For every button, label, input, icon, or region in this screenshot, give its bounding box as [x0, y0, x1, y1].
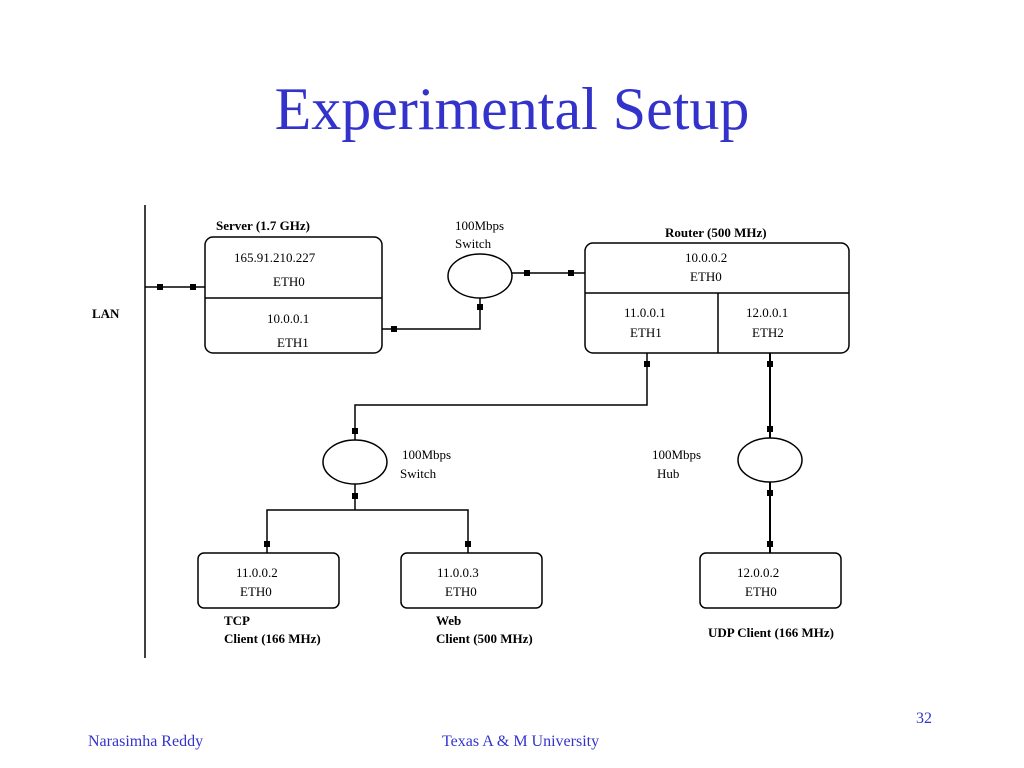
server-switch-link [382, 298, 483, 332]
server-label: Server (1.7 GHz) [216, 218, 310, 233]
lan-label: LAN [92, 306, 120, 321]
udp-client-eth: ETH0 [745, 584, 777, 599]
lan-server-link [145, 284, 205, 290]
hub-type: Hub [657, 466, 679, 481]
hub-speed: 100Mbps [652, 447, 701, 462]
server-eth0-label: ETH0 [273, 274, 305, 289]
bottom-switch-node: 100Mbps Switch [322, 439, 451, 485]
tcp-client-label: TCP [224, 613, 250, 628]
top-switch-speed: 100Mbps [455, 218, 504, 233]
server-eth1-label: ETH1 [277, 335, 309, 350]
server-node: Server (1.7 GHz) 165.91.210.227 ETH0 10.… [204, 218, 383, 354]
hub-node: 100Mbps Hub [652, 437, 803, 483]
web-client-eth: ETH0 [445, 584, 477, 599]
footer-institution: Texas A & M University [442, 733, 600, 750]
switch-clients-link [264, 484, 471, 553]
router-hub-link [767, 353, 773, 438]
web-client-ip: 11.0.0.3 [437, 565, 479, 580]
switch-router-link [512, 270, 585, 276]
footer-author: Narasimha Reddy [88, 733, 204, 750]
slide-title: Experimental Setup [274, 76, 750, 142]
tcp-client-ip: 11.0.0.2 [236, 565, 278, 580]
udp-client-label: UDP Client (166 MHz) [708, 625, 834, 640]
router-eth0-ip: 10.0.0.2 [685, 250, 727, 265]
server-eth1-ip: 10.0.0.1 [267, 311, 309, 326]
top-switch-type: Switch [455, 236, 492, 251]
web-client-label: Web [436, 613, 461, 628]
router-label: Router (500 MHz) [665, 225, 767, 240]
tcp-client-speed: Client (166 MHz) [224, 631, 321, 646]
router-switch-link [352, 353, 650, 440]
udp-client-ip: 12.0.0.2 [737, 565, 779, 580]
bottom-switch-speed: 100Mbps [402, 447, 451, 462]
router-eth0-label: ETH0 [690, 269, 722, 284]
tcp-client-eth: ETH0 [240, 584, 272, 599]
page-number: 32 [916, 710, 932, 727]
top-switch-node: 100Mbps Switch [447, 218, 513, 299]
bottom-switch-type: Switch [400, 466, 437, 481]
router-eth1-ip: 11.0.0.1 [624, 305, 666, 320]
tcp-client-node: 11.0.0.2 ETH0 TCP Client (166 MHz) [197, 552, 340, 646]
server-eth0-ip: 165.91.210.227 [234, 250, 316, 265]
web-client-speed: Client (500 MHz) [436, 631, 533, 646]
web-client-node: 11.0.0.3 ETH0 Web Client (500 MHz) [400, 552, 543, 646]
router-eth2-label: ETH2 [752, 325, 784, 340]
router-eth1-label: ETH1 [630, 325, 662, 340]
udp-client-node: 12.0.0.2 ETH0 UDP Client (166 MHz) [699, 552, 842, 640]
hub-udp-link [767, 482, 773, 553]
router-node: Router (500 MHz) 10.0.0.2 ETH0 11.0.0.1 … [584, 225, 850, 354]
router-eth2-ip: 12.0.0.1 [746, 305, 788, 320]
